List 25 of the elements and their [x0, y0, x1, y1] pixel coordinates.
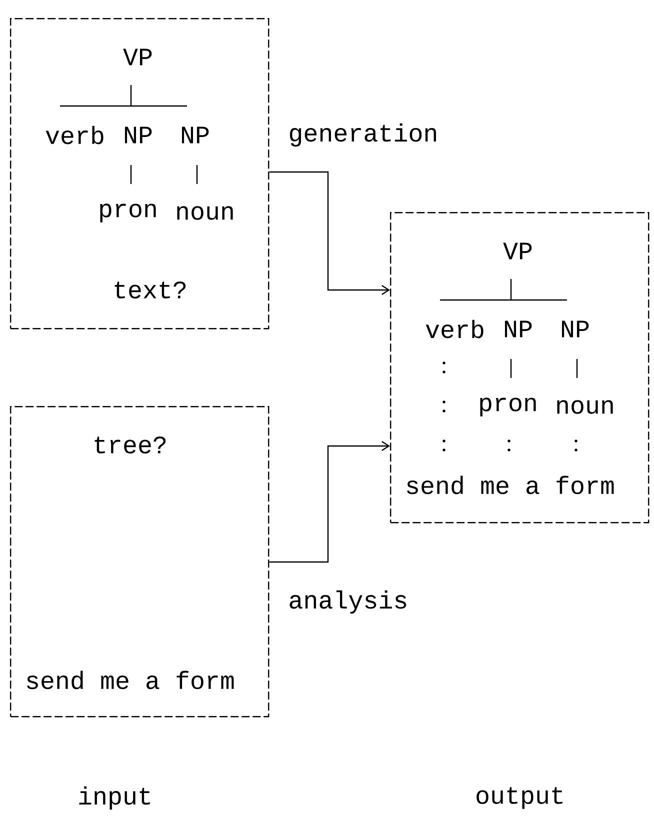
- tree-label: send me a form: [27, 670, 234, 690]
- tree-label: verb: [426, 320, 484, 338]
- tree-label: pron: [100, 204, 156, 222]
- tree-label: noun: [557, 400, 613, 414]
- tree-label: VP: [503, 242, 532, 260]
- tree-box: [10, 18, 270, 330]
- tree-box: [390, 212, 650, 524]
- tree-label: pron: [480, 398, 536, 416]
- tree-label: NP: [124, 126, 152, 144]
- tree-label: VP: [123, 48, 152, 66]
- tree-label: NP: [504, 320, 532, 338]
- edge-label: analysis: [290, 590, 406, 614]
- tree-label: tree?: [94, 436, 166, 454]
- tree-box: [10, 406, 270, 718]
- tree-label: NP: [182, 126, 209, 144]
- arrow: [269, 171, 390, 295]
- arrow: [269, 441, 390, 563]
- tree-label: text?: [114, 282, 186, 298]
- tree-label: NP: [562, 320, 589, 338]
- tree-label: send me a form: [407, 476, 614, 494]
- panel-label: output: [476, 787, 562, 809]
- panel-label: input: [79, 786, 150, 810]
- edge-label: generation: [290, 123, 436, 147]
- tree-label: verb: [46, 126, 104, 144]
- tree-label: noun: [177, 206, 233, 220]
